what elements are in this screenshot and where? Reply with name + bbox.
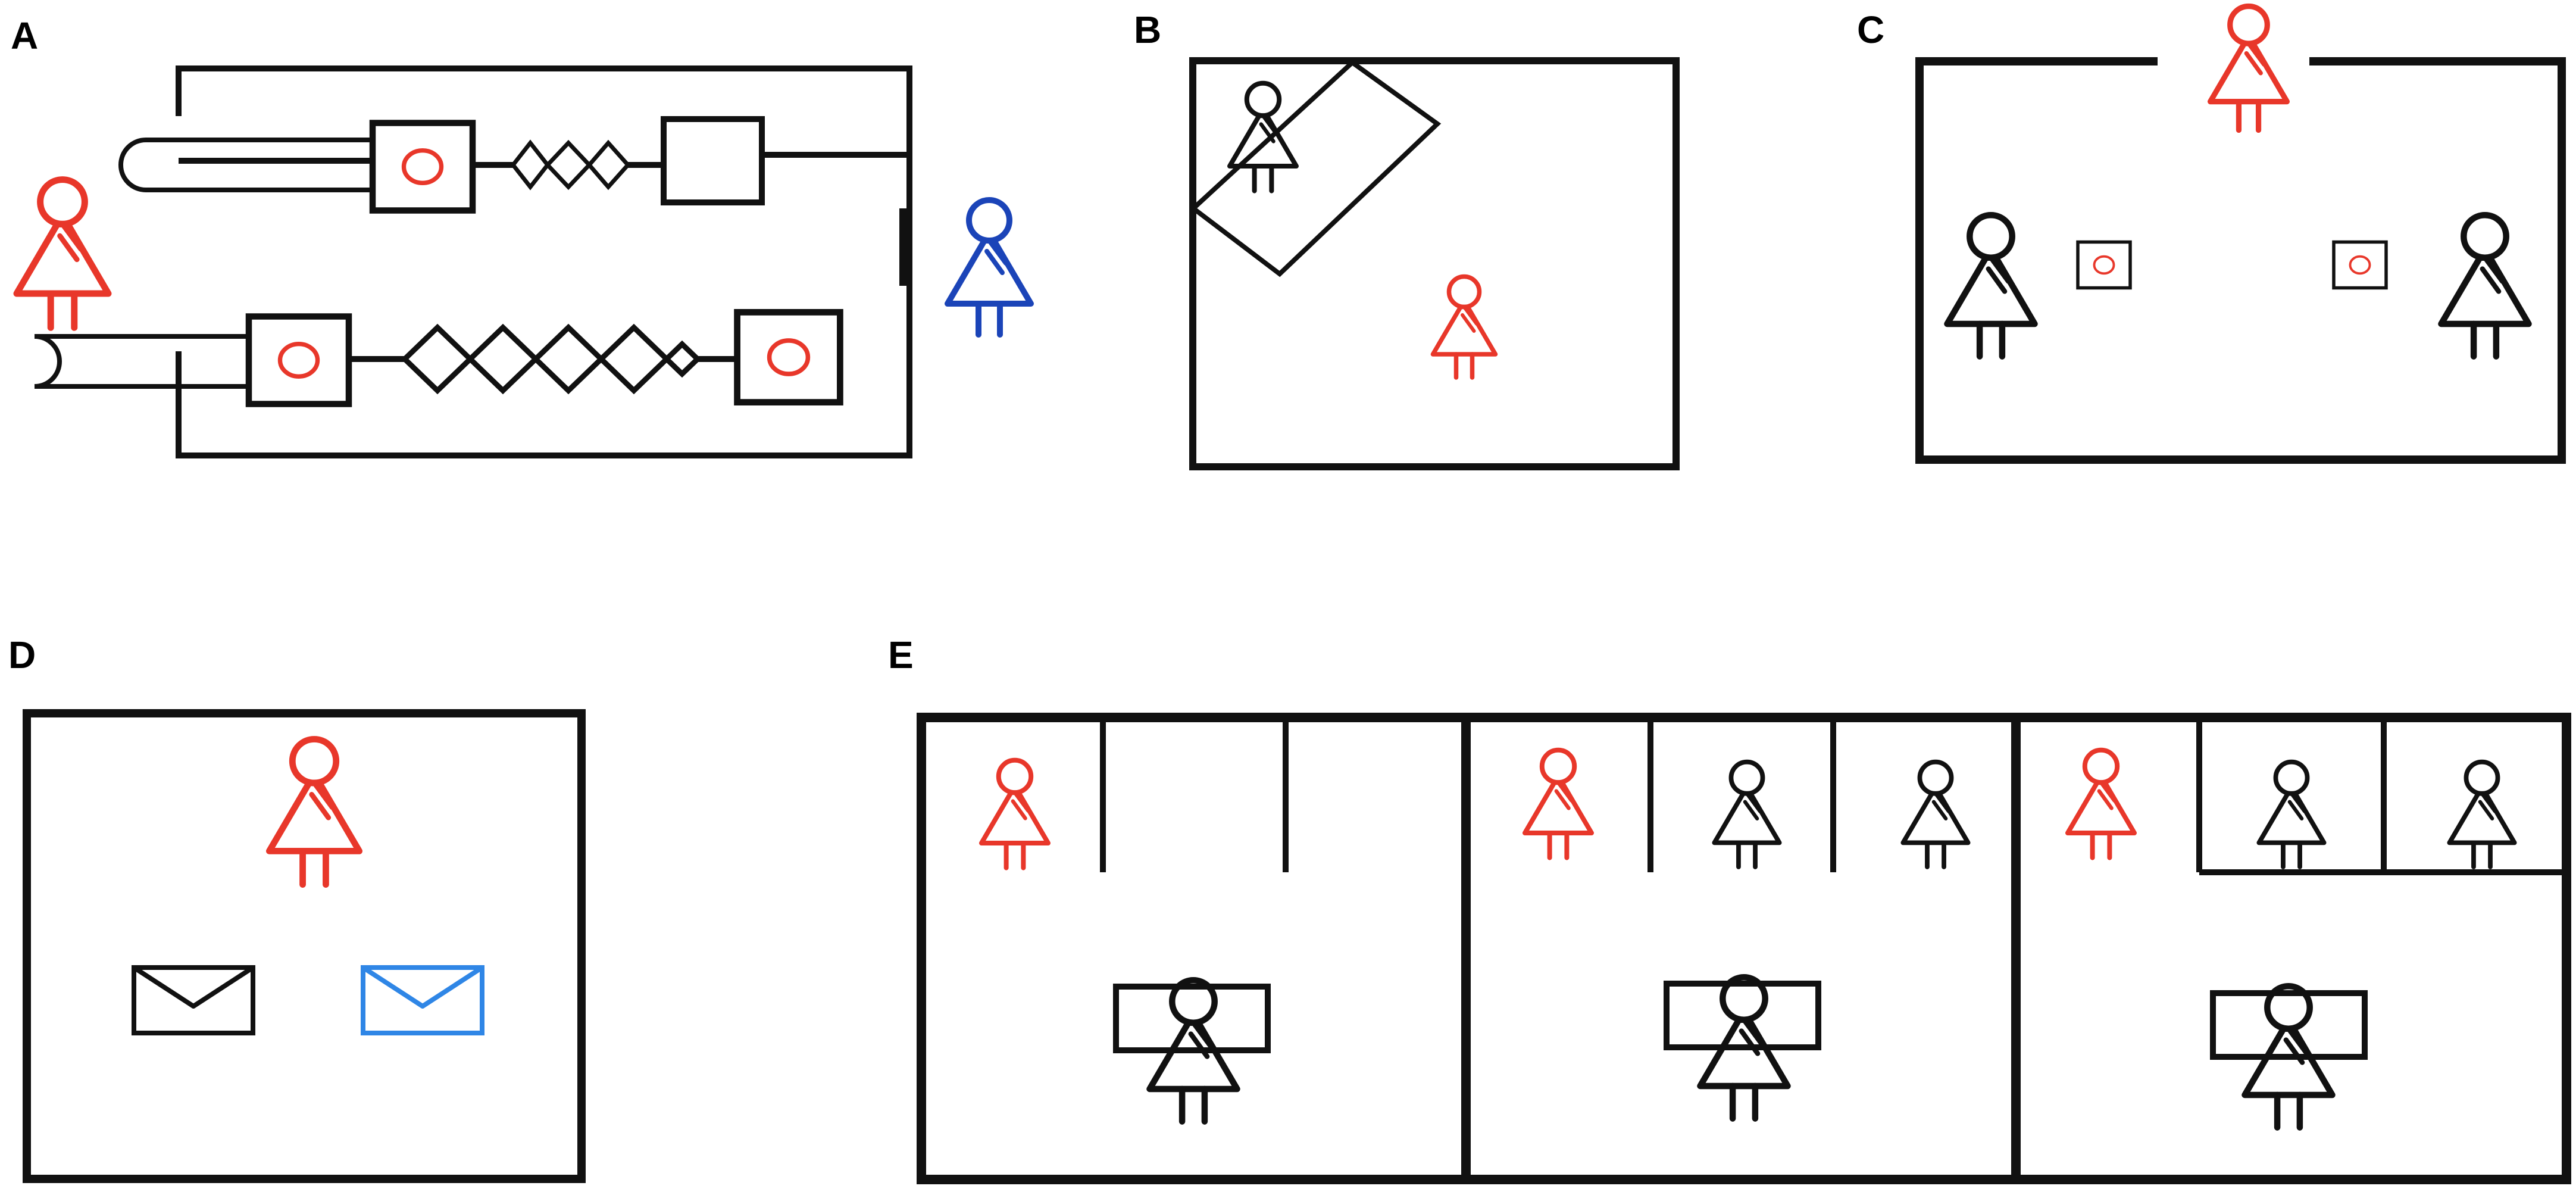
panel-a: A [11,14,1031,458]
panel-e-room1-red-person [981,760,1048,868]
panel-c: C [1857,7,2566,464]
panel-e-room2-black-person-a [1714,762,1779,867]
panel-e-rooms [917,713,2571,1184]
panel-d-room [23,709,586,1183]
panel-c-device-left [2078,242,2130,288]
panel-b-room [1189,57,1680,470]
panel-label-b: B [1134,8,1161,51]
panel-b-red-person [1433,277,1496,378]
panel-c-black-person-right [2441,215,2529,356]
panel-e-room2-black-person-b [1903,762,1968,867]
panel-c-device-right [2334,242,2386,288]
panel-d-blue-envelope [363,968,482,1033]
panel-e: E [888,634,2571,1184]
panel-e-desk-1 [1113,980,1271,1121]
panel-b-black-person [1230,83,1296,191]
panel-a-red-person [17,180,108,328]
panel-e-partitions [1100,717,2562,875]
panel-a-device-bottom-left [249,317,349,404]
panel-e-room3-black-person-a [2259,762,2324,867]
panel-a-device-bottom-right [737,312,840,402]
panel-a-blue-person [948,200,1031,335]
panel-label-c: C [1857,8,1884,51]
panel-e-room2-red-person [1525,750,1592,858]
panel-e-room3-red-person [2068,750,2134,858]
panel-a-device-top [373,123,473,211]
panel-b-bed [1189,59,1442,277]
panel-label-a: A [11,14,38,57]
panel-label-d: D [8,634,36,676]
panel-e-desk-2 [1664,977,1821,1118]
panel-d-black-envelope [134,968,253,1033]
panel-a-top-track [118,116,909,205]
panel-d: D [8,634,586,1183]
panel-e-room3-black-person-b [2449,762,2514,867]
panel-c-red-person-doorway [2211,7,2287,130]
panel-label-e: E [888,634,914,676]
panel-b: B [1134,8,1680,470]
panel-d-red-person [269,739,359,884]
panel-a-bottom-track [34,323,738,395]
panel-c-room [1915,57,2566,464]
panel-e-desk-3 [2210,986,2368,1127]
panel-c-black-person-left [1947,215,2035,356]
